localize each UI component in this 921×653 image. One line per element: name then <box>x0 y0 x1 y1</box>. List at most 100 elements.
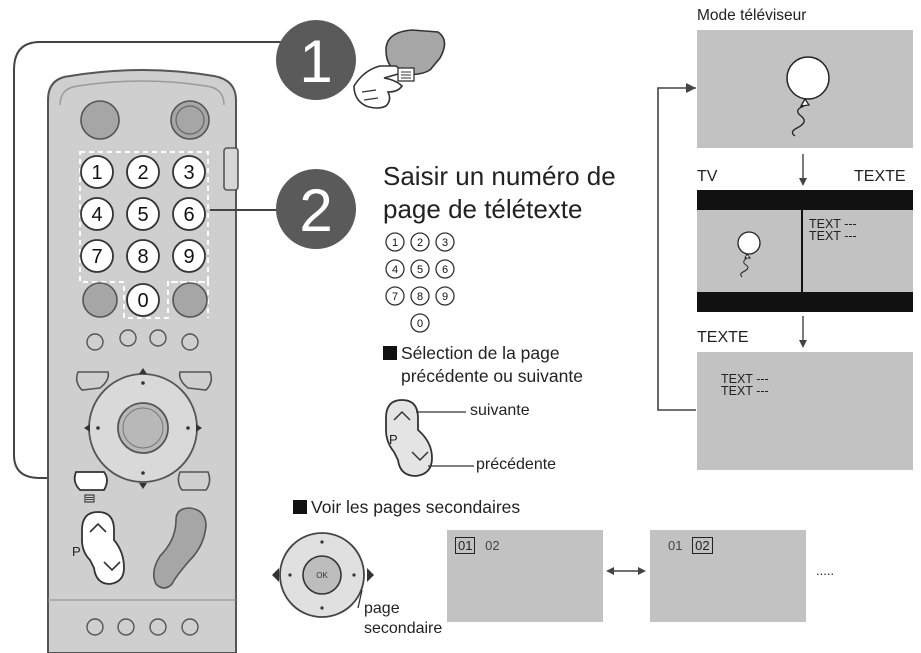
prev-next-heading: Sélection de la page <box>383 343 560 364</box>
mini-digit-label-4: 4 <box>392 264 398 276</box>
teletext-icon <box>84 494 95 503</box>
subpage-label-line2: secondaire <box>364 620 443 637</box>
mini-digit-label-1: 1 <box>392 237 398 249</box>
step1-circle <box>276 20 356 100</box>
remote-digit-label-3: 3 <box>183 162 194 184</box>
arrow-right-icon <box>367 568 374 582</box>
subpage-dpad-diagram: OK <box>272 532 374 618</box>
remote-digit-button-5 <box>126 197 160 231</box>
arrow-left-icon <box>272 568 279 582</box>
connector-line-step1 <box>13 41 300 479</box>
remote-digit-label-4: 4 <box>91 204 102 226</box>
subpage-a-current: 01 <box>455 537 476 554</box>
chevron-up-icon <box>89 522 107 533</box>
label-next: suivante <box>470 402 530 419</box>
subpage-screen-b: 01 02 <box>650 530 806 622</box>
mini-digit-label-9: 9 <box>442 291 448 303</box>
subpage-b-current: 02 <box>692 537 713 554</box>
label-prev: précédente <box>476 456 557 473</box>
remote-digit-label-7: 7 <box>91 246 102 268</box>
tv-mode-label: Mode téléviseur <box>697 7 807 24</box>
remote-digit-label-5: 5 <box>137 204 148 226</box>
mini-digit-grid: 1 2 3 4 5 6 7 8 9 0 <box>385 232 455 333</box>
svg-text:OK: OK <box>316 571 328 580</box>
remote-button-left-of-zero <box>82 282 118 318</box>
step2-number: 2 <box>299 177 332 244</box>
remote-digit-label-9: 9 <box>183 246 194 268</box>
subpage-b-other: 01 <box>668 538 683 553</box>
mini-digit-label-8: 8 <box>417 291 423 303</box>
square-bullet-icon <box>293 500 307 514</box>
remote-power-button <box>170 100 210 140</box>
split-text-line2: TEXT --- <box>809 229 857 243</box>
split-text-line1: TEXT --- <box>809 217 857 231</box>
remote-volume-rocker <box>152 507 207 589</box>
p-rocker-diagram <box>385 399 433 477</box>
remote-menu-button-left <box>75 371 110 391</box>
remote-digit-button-4 <box>80 197 114 231</box>
subpage-label-line1: page <box>364 600 400 617</box>
remote-top-button-left <box>80 100 120 140</box>
mini-digit-3 <box>435 232 455 252</box>
texte-label: TEXTE <box>697 329 749 346</box>
screen-tv-mode <box>697 30 913 148</box>
step2-circle <box>276 169 356 249</box>
text-screen-line1: TEXT --- <box>721 372 769 386</box>
remote-ok-button <box>117 402 169 454</box>
balloon-icon <box>737 231 761 278</box>
balloon-icon <box>786 56 830 137</box>
mini-digit-4 <box>385 259 405 279</box>
mini-digit-9 <box>435 286 455 306</box>
remote-digit-button-2 <box>126 155 160 189</box>
remote-digit-label-0: 0 <box>137 290 148 312</box>
chevron-down-icon <box>411 451 429 462</box>
remote-digit-button-3 <box>172 155 206 189</box>
remote-button-right-of-zero <box>172 282 208 318</box>
mini-digit-label-3: 3 <box>442 237 448 249</box>
subpage-screen-a: 01 02 <box>447 530 603 622</box>
mini-digit-1 <box>385 232 405 252</box>
square-bullet-icon <box>383 346 397 360</box>
remote-digit-button-0 <box>126 283 160 317</box>
instruction-title-line1: Saisir un numéro de <box>383 161 616 191</box>
step1-number: 1 <box>299 28 332 95</box>
mini-digit-8 <box>410 286 430 306</box>
remote-digit-button-1 <box>80 155 114 189</box>
hand-pressing-button-icon <box>353 29 446 109</box>
mini-digit-label-2: 2 <box>417 237 423 249</box>
mini-digit-0 <box>410 313 430 333</box>
remote-menu-button-right <box>178 371 213 391</box>
mini-digit-label-0: 0 <box>417 318 423 330</box>
remote-digit-label-8: 8 <box>137 246 148 268</box>
mini-digit-label-6: 6 <box>442 264 448 276</box>
texte-label-right: TEXTE <box>854 168 906 185</box>
text-screen-line2: TEXT --- <box>721 384 769 398</box>
label-p: P <box>389 432 398 447</box>
remote-side-switch <box>223 147 239 191</box>
tv-label: TV <box>697 168 718 185</box>
mini-digit-5 <box>410 259 430 279</box>
remote-digit-button-6 <box>172 197 206 231</box>
remote-teletext-button <box>73 471 108 491</box>
mini-digit-6 <box>435 259 455 279</box>
prev-next-heading-line2: précédente ou suivante <box>401 366 583 386</box>
remote-digit-label-2: 2 <box>137 162 148 184</box>
chevron-down-icon <box>103 561 121 572</box>
subpage-a-other: 02 <box>485 538 500 553</box>
screen-text-mode: TEXT --- TEXT --- <box>697 352 913 470</box>
digit-highlight <box>79 151 209 319</box>
remote-digit-label-1: 1 <box>91 162 102 184</box>
remote-p-label: P <box>72 544 81 559</box>
subpages-heading: Voir les pages secondaires <box>293 497 520 518</box>
remote-digit-button-8 <box>126 239 160 273</box>
mini-digit-label-7: 7 <box>392 291 398 303</box>
mini-digit-7 <box>385 286 405 306</box>
mini-digit-label-5: 5 <box>417 264 423 276</box>
instruction-title-line2: page de télétexte <box>383 194 583 224</box>
remote-digit-button-7 <box>80 239 114 273</box>
remote-digit-button-9 <box>172 239 206 273</box>
chevron-up-icon <box>393 410 411 421</box>
